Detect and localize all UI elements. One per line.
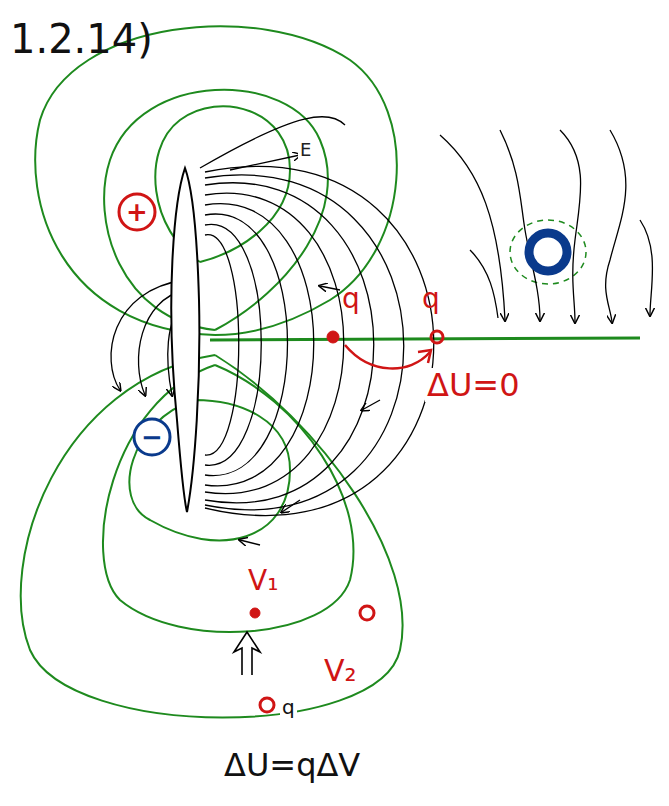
field-lines — [111, 117, 652, 545]
annotation: q — [280, 696, 297, 718]
move-arrow — [234, 632, 260, 675]
annotation: V₁ — [246, 566, 280, 596]
figure-number: 1.2.14) — [8, 18, 155, 60]
annotation: q — [420, 284, 442, 314]
annotation: E — [298, 140, 313, 160]
charge-sign: + — [126, 199, 148, 225]
charge-sign: − — [141, 424, 163, 450]
charge-circle: + — [117, 192, 157, 232]
test-charges — [250, 331, 443, 712]
eel-body — [171, 168, 199, 512]
equipotential-lines — [21, 26, 640, 717]
annotation: q — [340, 284, 362, 314]
probe-ring — [529, 233, 567, 271]
annotation: ΔU=qΔV — [222, 748, 362, 782]
annotation: V₂ — [322, 655, 359, 687]
charge-circle: − — [132, 417, 172, 457]
annotation: ΔU=0 — [425, 368, 521, 402]
